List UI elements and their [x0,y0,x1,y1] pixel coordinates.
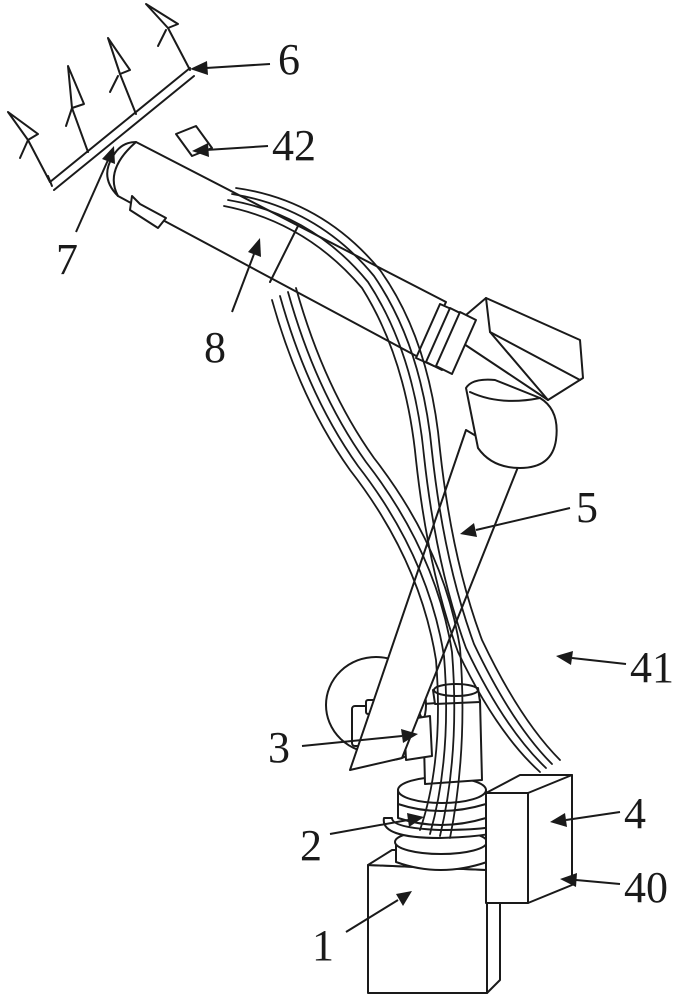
label-2: 2 [300,821,322,870]
base-box [367,849,501,994]
leader-42 [205,145,269,151]
label-4: 4 [624,789,646,838]
label-7: 7 [56,235,78,284]
leader-1 [345,899,399,933]
reference-labels: 6 42 7 8 5 41 3 2 4 40 1 [56,35,674,970]
arrowhead-41 [556,651,573,665]
label-6: 6 [278,35,300,84]
arrowhead-40 [560,873,577,887]
arrowhead-1 [396,891,412,906]
arrowhead-8 [248,238,261,257]
leader-4 [565,811,621,821]
label-5: 5 [576,483,598,532]
label-40: 40 [624,863,668,912]
leader-40 [575,879,621,885]
leader-5 [475,507,571,531]
arrowhead-42 [192,143,209,157]
leader-6 [205,63,271,69]
label-3: 3 [268,723,290,772]
label-42: 42 [272,121,316,170]
arrowhead-3 [401,729,418,743]
control-box [485,774,573,904]
cable-bundle [223,187,561,839]
leader-lines [75,61,627,933]
label-8: 8 [204,323,226,372]
claw-gripper [7,3,195,191]
arrowhead-2 [407,813,424,827]
leader-8 [231,253,255,313]
arrowhead-5 [460,523,477,537]
label-1: 1 [312,921,334,970]
arrowhead-6 [190,61,208,75]
leader-2 [329,819,409,835]
leader-41 [571,657,627,665]
arrowhead-4 [550,813,567,827]
arrowhead-7 [102,146,115,164]
leader-3 [301,735,403,747]
elbow-joint [445,297,584,469]
label-41: 41 [630,643,674,692]
leader-7 [75,159,109,233]
